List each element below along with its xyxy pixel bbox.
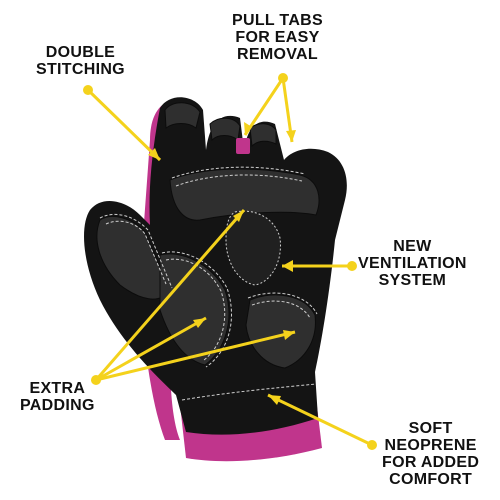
- palm-pad-upper: [169, 168, 320, 221]
- thumb-pad: [96, 216, 171, 300]
- pull-tab: [236, 138, 250, 154]
- arrowhead-padding-3: [283, 330, 295, 340]
- arrowhead-padding-2: [193, 318, 206, 328]
- label-double-stitching-line-2: STITCHING: [36, 61, 125, 78]
- dot-double-stitching: [83, 85, 93, 95]
- label-pull-tabs-line-3: REMOVAL: [237, 46, 318, 63]
- dot-pull-tabs: [278, 73, 288, 83]
- label-ventilation-line-1: NEW: [393, 238, 432, 255]
- label-extra-padding: EXTRA PADDING: [20, 380, 95, 414]
- dot-ventilation: [347, 261, 357, 271]
- label-pull-tabs-line-1: PULL TABS: [232, 12, 323, 29]
- ventilation-mesh: [225, 210, 281, 286]
- label-ventilation: NEW VENTILATION SYSTEM: [358, 238, 467, 289]
- pointer-padding-1: [94, 209, 246, 381]
- label-neoprene-line-4: COMFORT: [389, 471, 473, 488]
- arrowhead-pull-tabs-left: [244, 122, 252, 135]
- pointer-lines: [86, 77, 373, 447]
- label-ventilation-line-3: SYSTEM: [378, 272, 447, 289]
- arrowheads: [148, 122, 296, 405]
- label-neoprene-line-2: NEOPRENE: [384, 437, 477, 454]
- label-neoprene-line-3: FOR ADDED: [382, 454, 480, 471]
- palm-pad-lower-left: [159, 253, 230, 366]
- pointer-double-stitching: [86, 88, 162, 162]
- arrowhead-ventilation: [282, 260, 293, 272]
- label-pull-tabs: PULL TABS FOR EASY REMOVAL: [232, 12, 323, 63]
- dot-extra-padding: [91, 375, 101, 385]
- pointer-dots: [83, 73, 377, 450]
- label-double-stitching-line-1: DOUBLE: [45, 44, 116, 61]
- arrowhead-double-stitching: [148, 148, 160, 160]
- label-extra-padding-line-1: EXTRA: [29, 380, 86, 397]
- pointer-padding-3: [95, 330, 296, 382]
- palm-pad-lower-right: [245, 294, 316, 369]
- label-neoprene-line-1: SOFT: [408, 420, 453, 437]
- label-extra-padding-line-2: PADDING: [20, 397, 95, 414]
- arrowhead-neoprene: [268, 395, 281, 405]
- dot-neoprene: [367, 440, 377, 450]
- cuff-seam: [181, 383, 317, 401]
- label-neoprene: SOFT NEOPRENE FOR ADDED COMFORT: [382, 420, 479, 488]
- arrowhead-padding-1: [233, 210, 244, 222]
- finger-opening-1: [164, 102, 201, 129]
- double-stitching-1: [99, 166, 318, 368]
- pointer-padding-2: [95, 316, 207, 382]
- pointer-pull-tabs-left: [243, 77, 285, 136]
- pointer-neoprene: [267, 393, 373, 447]
- label-double-stitching: DOUBLE STITCHING: [36, 44, 125, 78]
- finger-opening-3: [249, 123, 277, 148]
- label-ventilation-line-2: VENTILATION: [358, 255, 467, 272]
- arrowhead-pull-tabs-right: [286, 130, 296, 142]
- label-pull-tabs-line-2: FOR EASY: [235, 29, 320, 46]
